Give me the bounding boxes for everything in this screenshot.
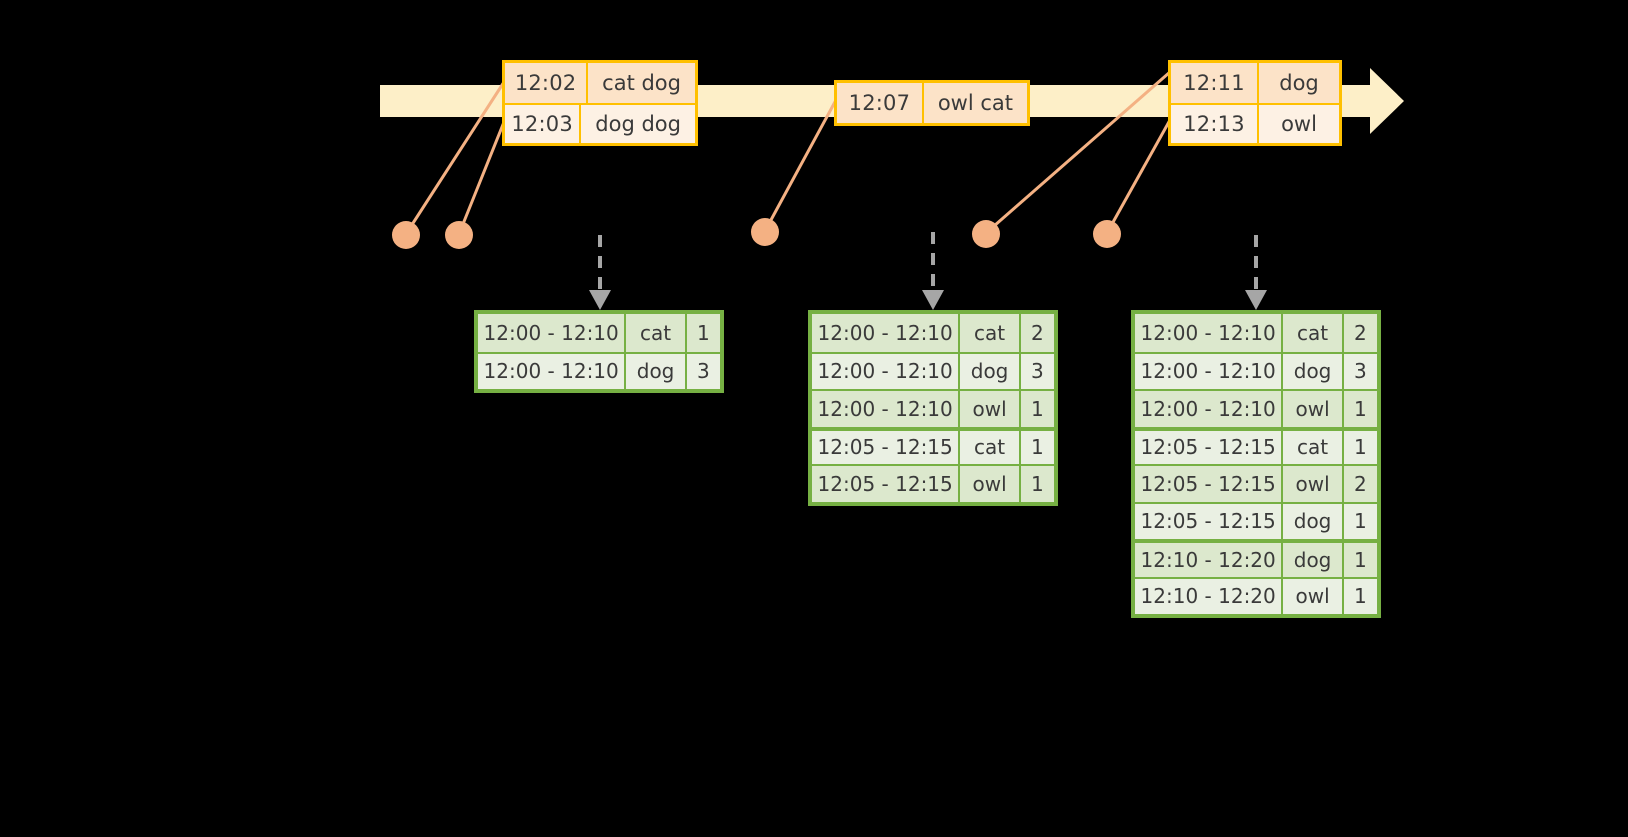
result-table-2[interactable]: 12:00 - 12:10 cat 2 12:00 - 12:10 dog 3 … <box>808 310 1058 506</box>
table-row: 12:05 - 12:15 owl 1 <box>812 464 1054 502</box>
cell-count: 1 <box>1031 471 1044 496</box>
cell-window: 12:10 - 12:20 <box>1135 543 1284 577</box>
cell-key: owl <box>960 391 1021 427</box>
table-row: 12:10 - 12:20 dog 1 <box>1135 539 1377 577</box>
table-row: 12:00 - 12:10 owl 1 <box>812 389 1054 427</box>
table-row: 12:05 - 12:15 dog 1 <box>1135 501 1377 539</box>
table-row: 12:00 - 12:10 dog 3 <box>812 351 1054 389</box>
cell-key: cat <box>1283 430 1344 464</box>
table-row: 12:00 - 12:10 cat 2 <box>1135 314 1377 352</box>
connector-lines <box>404 70 1172 235</box>
table-row: 12:00 - 12:10 dog 3 <box>478 351 720 389</box>
cell-key: owl <box>960 466 1021 502</box>
cell-key: cat <box>1283 314 1344 352</box>
cell-window: 12:00 - 12:10 <box>1135 314 1284 352</box>
cell-count: 2 <box>1031 320 1044 345</box>
event-row: 12:03 dog dog <box>505 103 695 143</box>
trigger-dot-5 <box>1093 220 1121 248</box>
cell-key: dog <box>1283 353 1344 389</box>
trigger-dot-3 <box>751 218 779 246</box>
event-box-3[interactable]: 12:11 dog 12:13 owl <box>1168 60 1342 146</box>
event-time: 12:03 <box>505 105 582 143</box>
cell-key: cat <box>960 430 1021 464</box>
event-value: owl cat <box>937 91 1013 115</box>
event-value: dog dog <box>595 112 681 136</box>
event-row: 12:11 dog <box>1171 63 1339 103</box>
cell-count: 1 <box>1354 435 1367 460</box>
cell-window: 12:05 - 12:15 <box>1135 466 1284 502</box>
table-row: 12:00 - 12:10 cat 1 <box>478 314 720 352</box>
event-value: owl <box>1281 112 1317 136</box>
cell-count: 3 <box>1354 359 1367 384</box>
table-row: 12:05 - 12:15 cat 1 <box>812 426 1054 464</box>
table-row: 12:05 - 12:15 owl 2 <box>1135 464 1377 502</box>
event-time: 12:02 <box>505 63 589 103</box>
cell-count: 1 <box>1354 509 1367 534</box>
cell-count: 1 <box>1354 584 1367 609</box>
table-row: 12:00 - 12:10 cat 2 <box>812 314 1054 352</box>
cell-count: 3 <box>697 359 710 384</box>
cell-key: dog <box>626 353 687 389</box>
cell-key: dog <box>1283 503 1344 539</box>
cell-count: 2 <box>1354 320 1367 345</box>
cell-window: 12:00 - 12:10 <box>478 353 627 389</box>
cell-key: cat <box>960 314 1021 352</box>
cell-count: 1 <box>1031 435 1044 460</box>
event-row: 12:02 cat dog <box>505 63 695 103</box>
cell-count: 1 <box>1354 396 1367 421</box>
cell-window: 12:00 - 12:10 <box>478 314 627 352</box>
cell-key: dog <box>960 353 1021 389</box>
event-time: 12:13 <box>1171 105 1259 143</box>
event-time: 12:07 <box>837 83 924 123</box>
cell-window: 12:00 - 12:10 <box>1135 353 1284 389</box>
cell-window: 12:05 - 12:15 <box>812 466 961 502</box>
cell-window: 12:00 - 12:10 <box>1135 391 1284 427</box>
cell-count: 1 <box>1031 396 1044 421</box>
cell-key: cat <box>626 314 687 352</box>
cell-key: owl <box>1283 466 1344 502</box>
event-box-2[interactable]: 12:07 owl cat <box>834 80 1030 126</box>
emit-arrow-3 <box>1245 235 1267 310</box>
event-value: dog <box>1279 71 1319 95</box>
emit-arrow-2 <box>922 232 944 310</box>
trigger-dot-2 <box>445 221 473 249</box>
trigger-dot-1 <box>392 221 420 249</box>
cell-window: 12:00 - 12:10 <box>812 391 961 427</box>
cell-key: owl <box>1283 391 1344 427</box>
trigger-dot-4 <box>972 220 1000 248</box>
cell-window: 12:00 - 12:10 <box>812 314 961 352</box>
event-box-1[interactable]: 12:02 cat dog 12:03 dog dog <box>502 60 698 146</box>
table-row: 12:10 - 12:20 owl 1 <box>1135 576 1377 614</box>
event-row: 12:07 owl cat <box>837 83 1027 123</box>
event-value: cat dog <box>602 71 681 95</box>
cell-window: 12:05 - 12:15 <box>1135 430 1284 464</box>
cell-key: dog <box>1283 543 1344 577</box>
cell-count: 1 <box>697 320 710 345</box>
emit-arrow-1 <box>589 235 611 310</box>
trigger-dots <box>392 218 1121 249</box>
result-table-1[interactable]: 12:00 - 12:10 cat 1 12:00 - 12:10 dog 3 <box>474 310 724 393</box>
emit-arrows <box>589 232 1267 310</box>
table-row: 12:05 - 12:15 cat 1 <box>1135 426 1377 464</box>
cell-key: owl <box>1283 578 1344 614</box>
table-row: 12:00 - 12:10 dog 3 <box>1135 351 1377 389</box>
cell-window: 12:05 - 12:15 <box>812 430 961 464</box>
cell-window: 12:00 - 12:10 <box>812 353 961 389</box>
cell-count: 1 <box>1354 547 1367 572</box>
cell-count: 3 <box>1031 359 1044 384</box>
cell-count: 2 <box>1354 471 1367 496</box>
result-table-3[interactable]: 12:00 - 12:10 cat 2 12:00 - 12:10 dog 3 … <box>1131 310 1381 618</box>
cell-window: 12:10 - 12:20 <box>1135 578 1284 614</box>
cell-window: 12:05 - 12:15 <box>1135 503 1284 539</box>
event-time: 12:11 <box>1171 63 1259 103</box>
event-row: 12:13 owl <box>1171 103 1339 143</box>
table-row: 12:00 - 12:10 owl 1 <box>1135 389 1377 427</box>
